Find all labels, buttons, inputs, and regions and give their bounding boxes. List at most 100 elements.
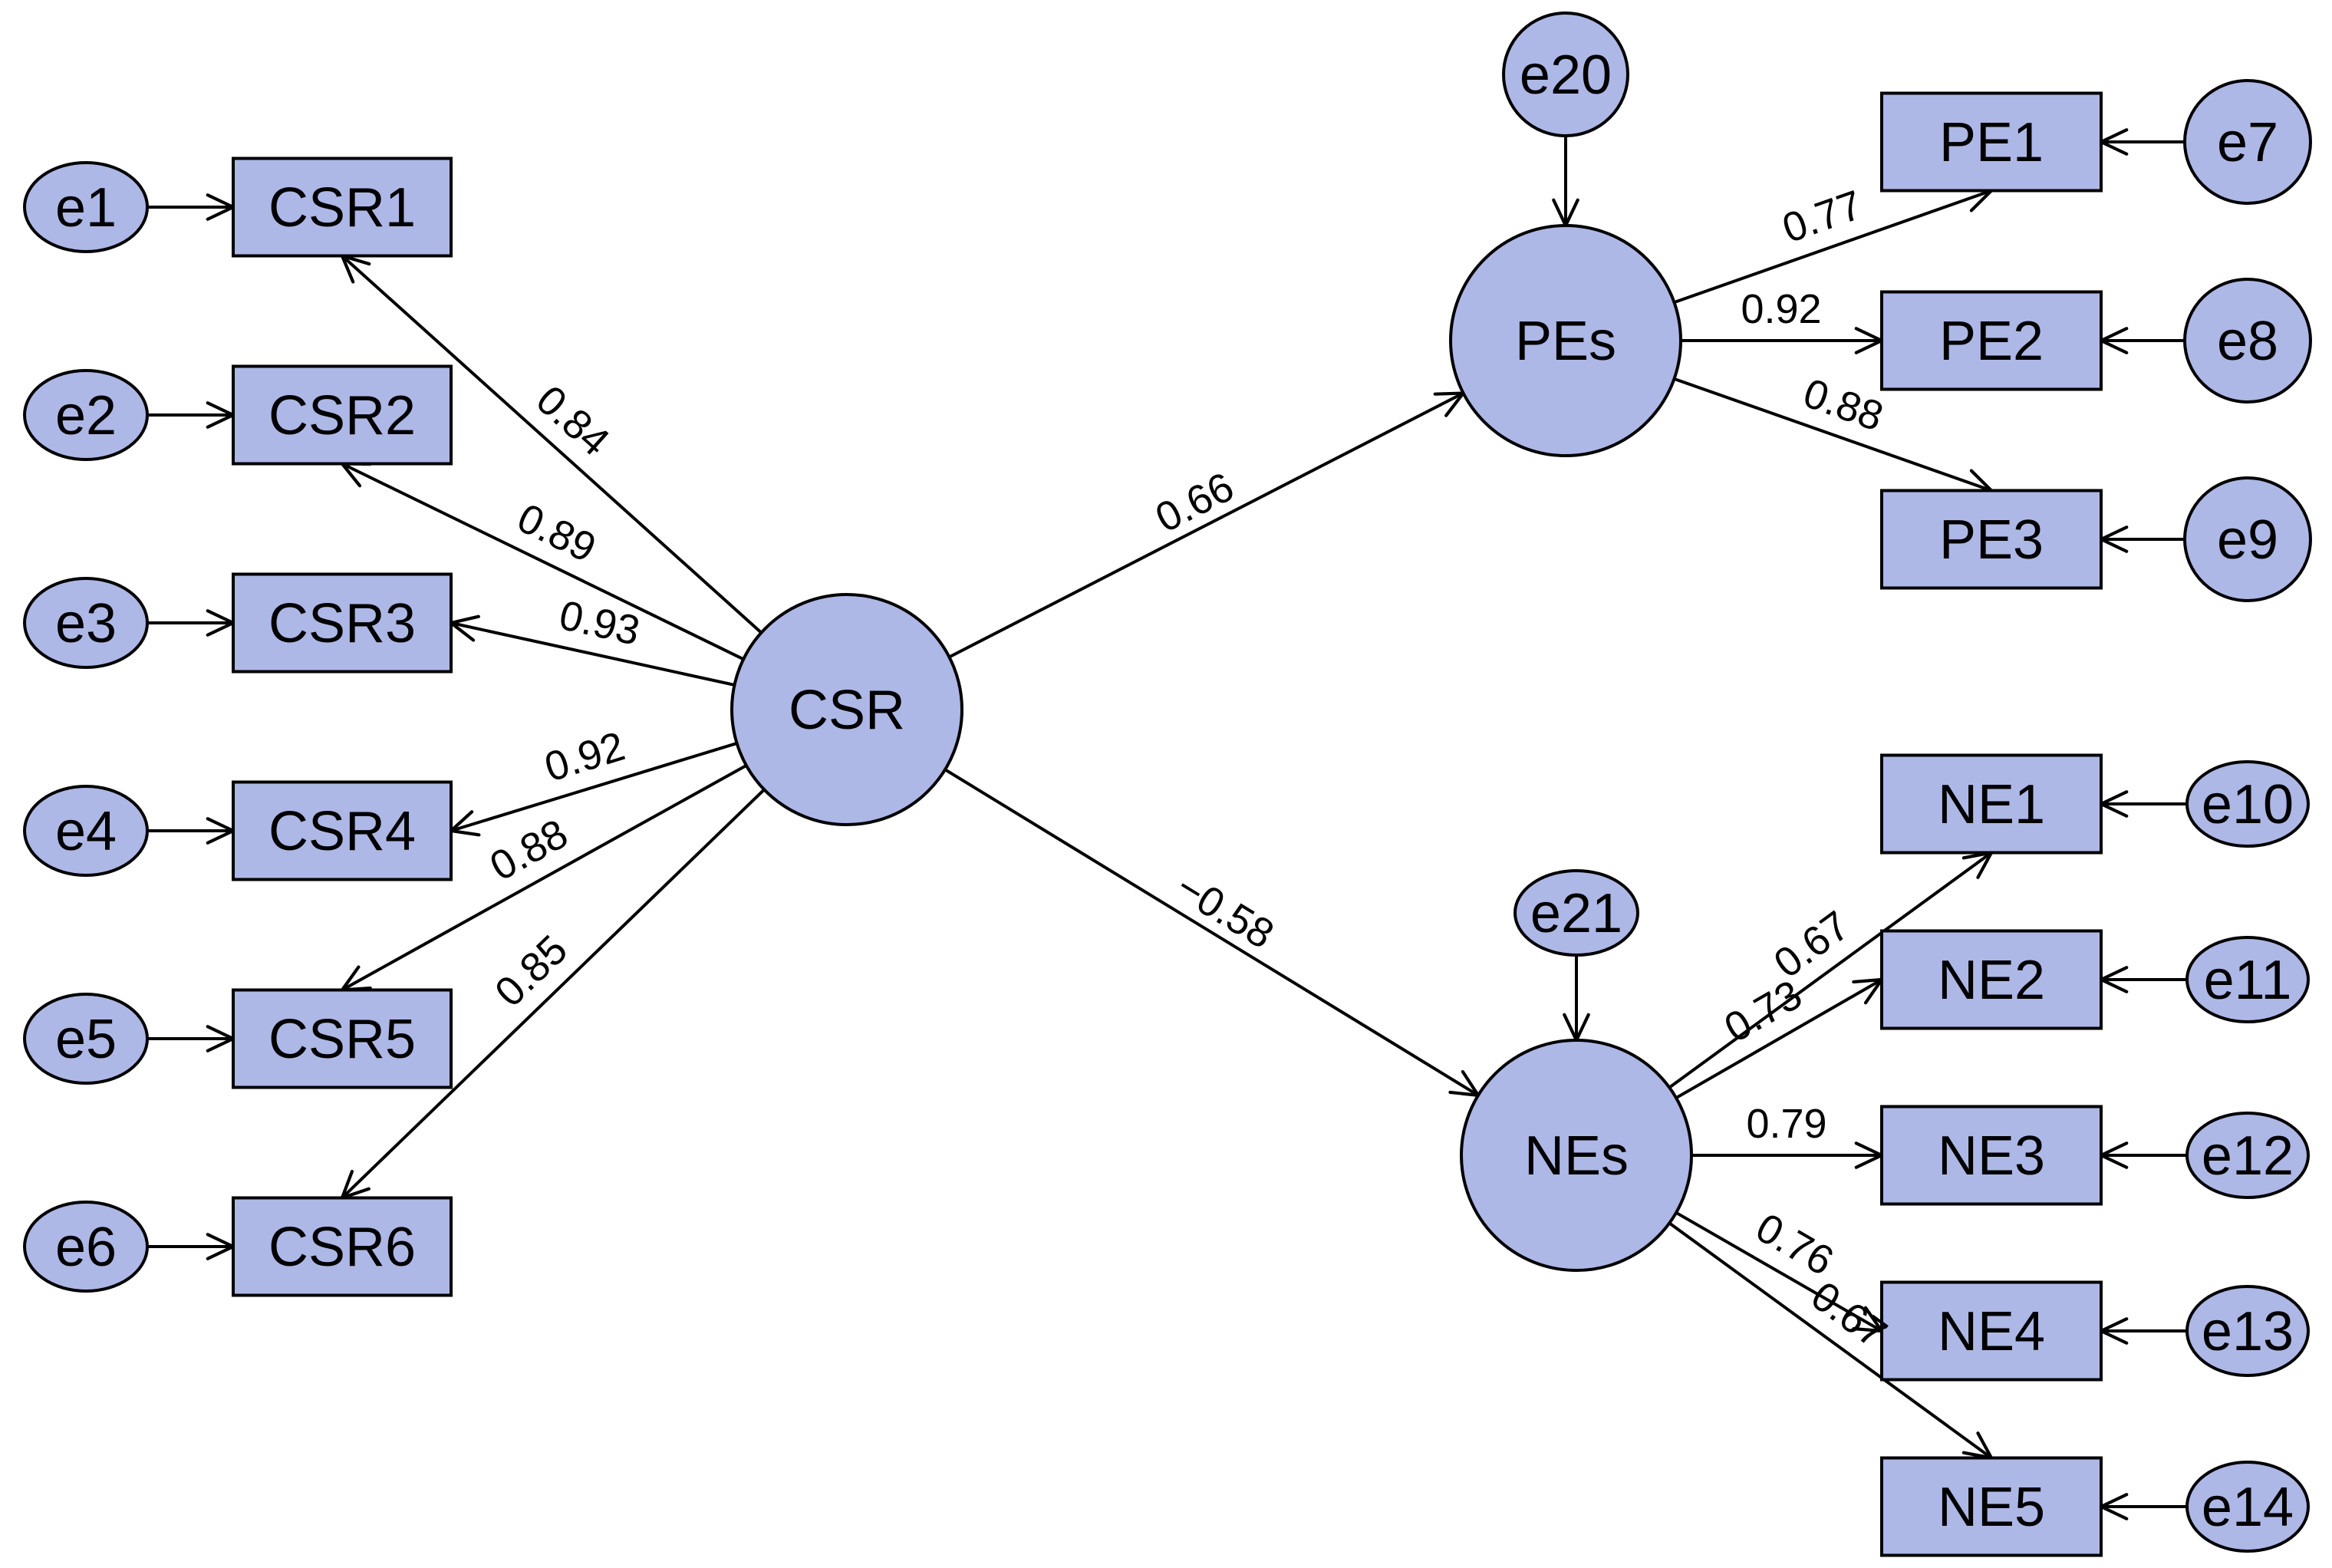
loading-value-CSR-CSR3: 0.93 — [555, 592, 644, 654]
indicator-box-CSR1 — [232, 156, 453, 258]
indicator-label-CSR5: CSR5 — [268, 1009, 416, 1070]
error-label-e20: e20 — [1520, 44, 1612, 106]
indicator-label-NE1: NE1 — [1938, 774, 2045, 835]
indicator-box-NE5 — [1880, 1456, 2103, 1557]
loading-arrow-CSR-CSR4 — [451, 742, 738, 831]
indicator-label-PE1: PE1 — [1939, 112, 2044, 173]
indicator-label-CSR4: CSR4 — [268, 801, 416, 862]
indicator-box-NE2 — [1880, 929, 2103, 1030]
error-label-e9: e9 — [2217, 509, 2278, 571]
indicator-CSR6: CSR6 — [232, 1196, 453, 1297]
loading-value-NEs-NE4: 0.76 — [1748, 1204, 1841, 1284]
indicator-label-NE2: NE2 — [1938, 950, 2045, 1011]
error-ellipse-e6 — [23, 1201, 149, 1293]
loading-arrow-PEs-PE3 — [1673, 377, 1991, 491]
loading-value-CSR-CSR6: 0.85 — [486, 927, 576, 1016]
error-ellipse-e11 — [2185, 936, 2310, 1023]
structural-arrow-CSR-PEs — [948, 394, 1463, 659]
loading-value-NEs-NE1: 0.67 — [1766, 902, 1858, 987]
indicator-NE2: NE2 — [1880, 929, 2103, 1030]
error-term-e11: e11 — [2185, 936, 2310, 1023]
loading-arrow-NEs-NE2 — [1675, 980, 1882, 1099]
loading-arrow-CSR-CSR6 — [342, 788, 766, 1197]
error-label-e4: e4 — [55, 801, 117, 862]
indicator-box-CSR3 — [232, 572, 453, 674]
error-label-e3: e3 — [55, 593, 117, 654]
error-term-e6: e6 — [23, 1201, 149, 1293]
loading-value-CSR-CSR2: 0.89 — [510, 495, 603, 572]
indicator-box-PE3 — [1880, 489, 2103, 590]
indicator-CSR3: CSR3 — [232, 572, 453, 674]
indicator-label-PE3: PE3 — [1939, 509, 2044, 571]
error-label-e21: e21 — [1530, 883, 1622, 944]
error-label-e7: e7 — [2217, 112, 2278, 173]
indicator-CSR4: CSR4 — [232, 780, 453, 881]
error-label-e12: e12 — [2202, 1125, 2294, 1187]
structural-arrow-CSR-NEs — [944, 768, 1478, 1095]
error-label-e5: e5 — [55, 1009, 117, 1070]
error-term-e4: e4 — [23, 785, 149, 877]
edges-layer — [147, 136, 2187, 1507]
error-ellipse-e1 — [23, 161, 149, 253]
error-term-e9: e9 — [2183, 476, 2312, 602]
indicator-CSR1: CSR1 — [232, 156, 453, 258]
loading-arrow-CSR-CSR3 — [451, 623, 735, 687]
error-term-e8: e8 — [2183, 278, 2312, 404]
error-term-e13: e13 — [2185, 1285, 2310, 1377]
indicator-box-NE3 — [1880, 1105, 2103, 1206]
indicator-CSR5: CSR5 — [232, 988, 453, 1089]
latent-label-PEs: PEs — [1515, 311, 1616, 372]
loading-value-CSR-CSR1: 0.84 — [528, 377, 618, 465]
indicator-label-NE5: NE5 — [1938, 1477, 2045, 1538]
indicator-label-NE4: NE4 — [1938, 1301, 2045, 1362]
indicator-box-CSR2 — [232, 364, 453, 466]
latent-variable-NEs: NEs — [1460, 1039, 1693, 1272]
loading-arrow-CSR-CSR1 — [342, 256, 763, 634]
indicator-box-CSR5 — [232, 988, 453, 1089]
latent-circle-NEs — [1460, 1039, 1693, 1272]
indicator-box-PE2 — [1880, 290, 2103, 391]
loading-arrow-NEs-NE4 — [1675, 1211, 1882, 1331]
latent-label-NEs: NEs — [1524, 1125, 1629, 1187]
error-ellipse-e7 — [2183, 79, 2312, 205]
error-ellipse-e21 — [1513, 869, 1639, 957]
structural-value-CSR-NEs: −0.58 — [1168, 864, 1282, 957]
indicator-label-PE2: PE2 — [1939, 311, 2044, 372]
latent-label-CSR: CSR — [789, 680, 905, 741]
latent-variable-PEs: PEs — [1449, 224, 1682, 457]
indicator-box-CSR6 — [232, 1196, 453, 1297]
loading-value-PEs-PE2: 0.92 — [1741, 286, 1821, 332]
loading-value-CSR-CSR5: 0.88 — [483, 810, 575, 889]
loading-arrow-CSR-CSR5 — [342, 764, 747, 990]
error-ellipse-e8 — [2183, 278, 2312, 404]
latent-variable-CSR: CSR — [730, 593, 963, 826]
error-term-e7: e7 — [2183, 79, 2312, 205]
loading-arrow-NEs-NE1 — [1668, 853, 1991, 1089]
indicator-PE2: PE2 — [1880, 290, 2103, 391]
error-label-e6: e6 — [55, 1217, 117, 1278]
error-label-e10: e10 — [2202, 774, 2294, 835]
indicator-label-NE3: NE3 — [1938, 1125, 2045, 1187]
indicator-box-PE1 — [1880, 91, 2103, 193]
error-ellipse-e12 — [2185, 1112, 2310, 1199]
error-label-e8: e8 — [2217, 311, 2278, 372]
indicator-NE5: NE5 — [1880, 1456, 2103, 1557]
error-label-e13: e13 — [2202, 1301, 2294, 1362]
indicator-label-CSR1: CSR1 — [268, 177, 416, 239]
indicator-NE1: NE1 — [1880, 753, 2103, 855]
loading-value-PEs-PE1: 0.77 — [1777, 182, 1868, 252]
error-term-e10: e10 — [2185, 760, 2310, 848]
error-term-e1: e1 — [23, 161, 149, 253]
indicator-PE3: PE3 — [1880, 489, 2103, 590]
error-term-e2: e2 — [23, 369, 149, 461]
error-label-e14: e14 — [2202, 1477, 2294, 1538]
indicator-CSR2: CSR2 — [232, 364, 453, 466]
loading-value-PEs-PE3: 0.88 — [1797, 370, 1889, 440]
loading-arrow-PEs-PE1 — [1673, 191, 1991, 305]
error-ellipse-e14 — [2185, 1461, 2310, 1553]
error-term-e21: e21 — [1513, 869, 1639, 957]
latent-circle-CSR — [730, 593, 963, 826]
indicator-NE4: NE4 — [1880, 1280, 2103, 1382]
